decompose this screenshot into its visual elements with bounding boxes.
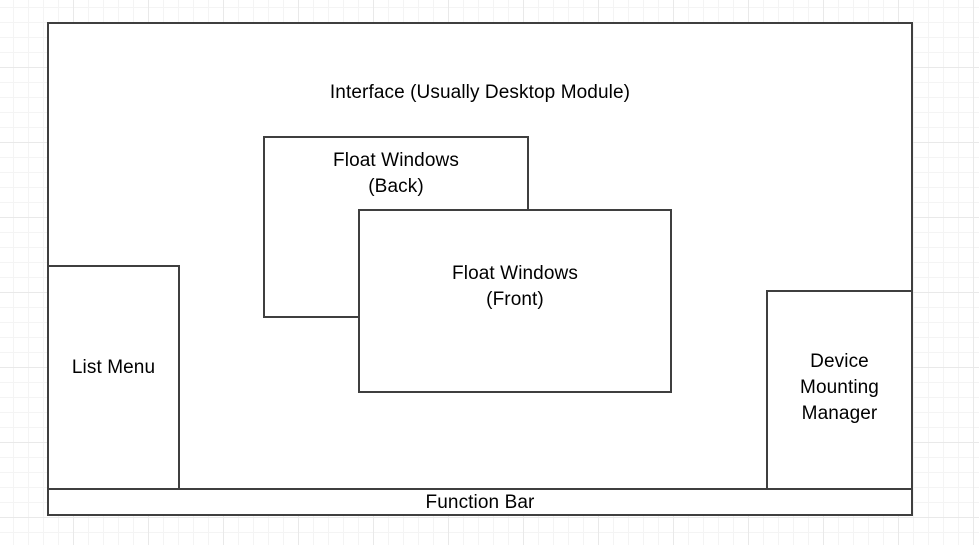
function-bar-label: Function Bar [425, 492, 535, 513]
device-mounting-manager-box[interactable]: Device Mounting Manager [766, 290, 913, 490]
device-mounting-manager-label: Device Mounting Manager [800, 351, 879, 424]
function-bar-box[interactable]: Function Bar [47, 488, 913, 516]
interface-container-label: Interface (Usually Desktop Module) [329, 82, 631, 103]
float-window-front-label: Float Windows (Front) [452, 263, 578, 310]
list-menu-box[interactable]: List Menu [47, 265, 180, 490]
float-window-back-label: Float Windows (Back) [333, 150, 459, 197]
list-menu-label: List Menu [71, 357, 156, 378]
float-window-front-box[interactable]: Float Windows (Front) [358, 209, 672, 393]
